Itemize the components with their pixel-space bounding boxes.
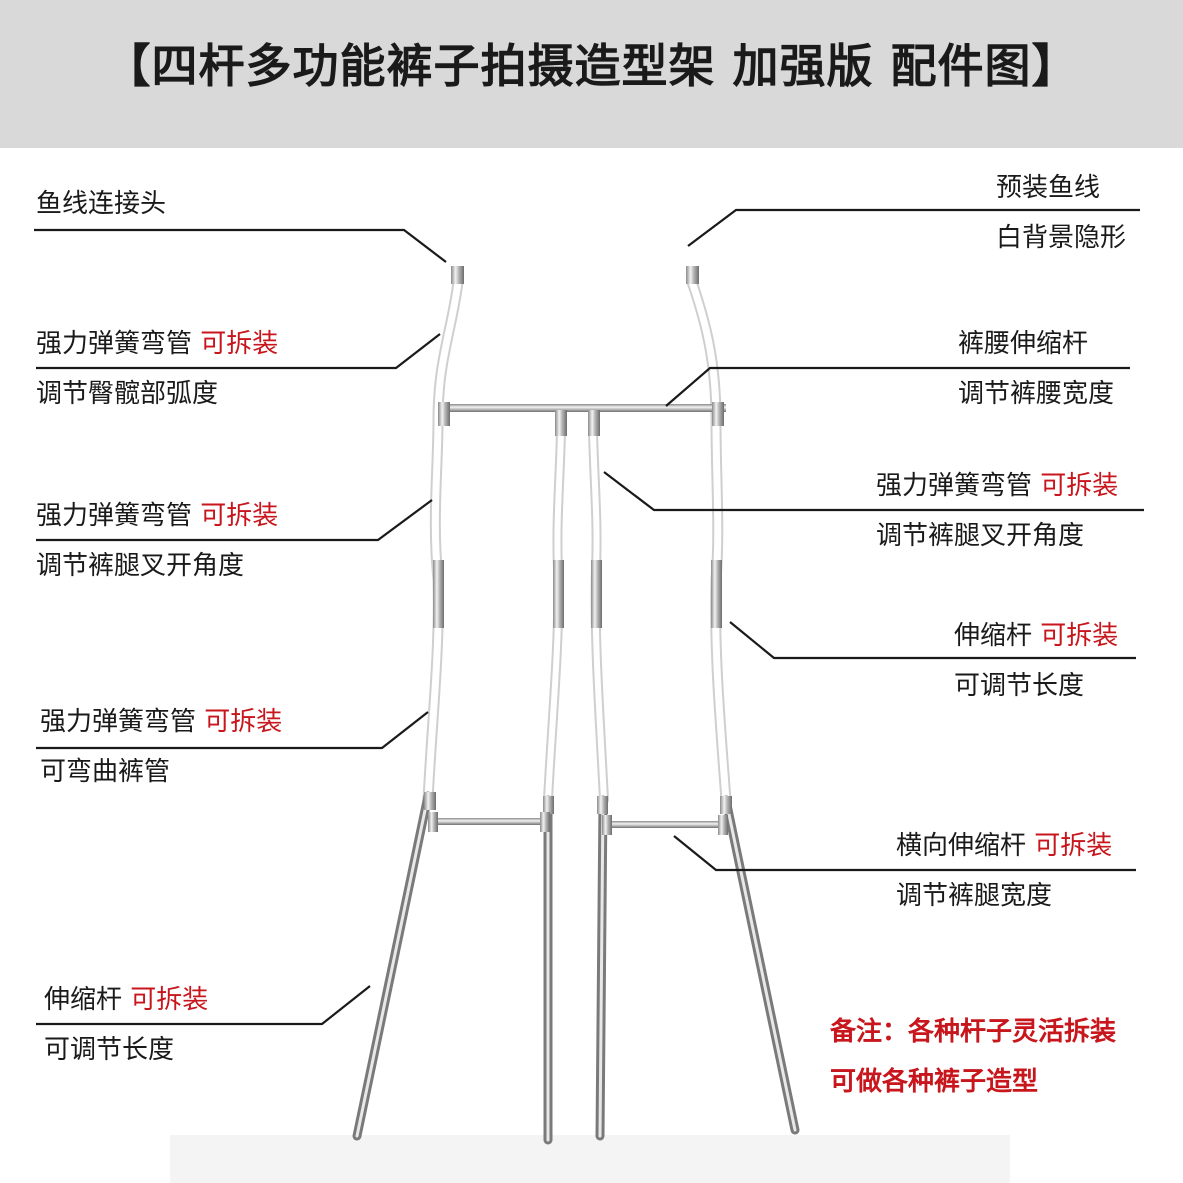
- waist-bar-joint-right: [712, 402, 724, 426]
- right-outer-spring-tube-highlight: [688, 278, 730, 804]
- label-spring-tube-leg-angle-desc: 调节裤腿叉开角度: [36, 551, 245, 581]
- leader-r2: [665, 366, 1130, 407]
- cross-bar-right-clamp-b: [718, 815, 728, 835]
- leg-inner-right-shine: [598, 798, 605, 1138]
- label-preinstalled-fishing-line: 预装鱼线: [996, 173, 1101, 203]
- leg-outer-right-shine: [724, 798, 797, 1132]
- leader-r4: [729, 621, 1136, 660]
- sleeve-1: [433, 560, 444, 628]
- label-fishing-line-connector: 鱼线连接头: [36, 188, 166, 220]
- leader-l4: [36, 711, 429, 750]
- label-waist-telescopic-bar: 裤腰伸缩杆: [958, 329, 1089, 359]
- leader-l5: [36, 985, 371, 1026]
- label-horizontal-telescopic-bar-desc: 调节裤腿宽度: [896, 881, 1053, 911]
- cross-bar-left-clamp-a: [428, 812, 438, 832]
- cross-bar-right-clamp-a: [602, 815, 612, 835]
- label-spring-tube-hip-desc: 调节臀髋部弧度: [36, 379, 219, 409]
- leader-l1: [34, 228, 447, 263]
- waist-bar-joint-mid-right: [588, 410, 600, 436]
- lower-telescopic-legs: [352, 791, 800, 1145]
- backdrop: [0, 148, 1183, 1183]
- cross-bar-left-clamp-b: [540, 812, 550, 832]
- label-detachable: 可拆装: [1034, 831, 1113, 861]
- label-spring-tube-leg-angle-right-desc: 调节裤腿叉开角度: [876, 521, 1085, 551]
- label-text: 强力弹簧弯管: [36, 501, 193, 531]
- label-spring-tube-bend-desc: 可弯曲裤管: [40, 757, 171, 787]
- label-text: 鱼线连接头: [36, 189, 167, 219]
- label-spring-tube-hip: 强力弹簧弯管 可拆装: [36, 328, 278, 360]
- fishing-line-connector-left: [451, 266, 464, 284]
- label-spring-tube-leg-angle: 强力弹簧弯管 可拆装: [36, 500, 278, 532]
- leg-joint-inner-right: [597, 796, 608, 814]
- leg-joint-outer-left: [424, 792, 436, 810]
- cross-bar-right: [607, 821, 725, 828]
- label-waist-telescopic-bar-desc: 调节裤腰宽度: [958, 379, 1115, 409]
- cross-bar-left: [432, 818, 548, 825]
- fishing-line-connector-right: [686, 266, 699, 284]
- sleeve-2: [553, 560, 564, 628]
- label-text: 伸缩杆: [954, 621, 1033, 651]
- waist-telescopic-bar: [444, 404, 726, 412]
- leader-lines: [34, 208, 1144, 1026]
- leg-joint-outer-right: [720, 796, 732, 814]
- label-telescopic-leg-left: 伸缩杆 可拆装: [44, 984, 208, 1016]
- leader-r1: [687, 208, 1140, 247]
- label-text: 伸缩杆: [44, 985, 123, 1015]
- label-preinstalled-fishing-line-desc: 白背景隐形: [996, 223, 1127, 253]
- label-text: 强力弹簧弯管: [876, 471, 1033, 501]
- label-detachable: 可拆装: [1040, 621, 1119, 651]
- label-text: 横向伸缩杆: [896, 831, 1027, 861]
- label-telescopic-bar-right-desc: 可调节长度: [954, 671, 1085, 701]
- leg-joint-inner-left: [543, 796, 554, 814]
- left-outer-spring-tube-highlight: [424, 278, 462, 804]
- label-detachable: 可拆装: [204, 707, 283, 737]
- label-detachable: 可拆装: [200, 501, 279, 531]
- label-text: 强力弹簧弯管: [36, 329, 193, 359]
- label-detachable: 可拆装: [200, 329, 279, 359]
- label-telescopic-bar-right: 伸缩杆 可拆装: [954, 620, 1118, 652]
- sleeve-4: [711, 560, 722, 628]
- label-horizontal-telescopic-bar: 横向伸缩杆 可拆装: [896, 830, 1112, 862]
- label-spring-tube-bend: 强力弹簧弯管 可拆装: [40, 706, 282, 738]
- leader-r3: [603, 471, 1144, 512]
- leader-l2: [36, 333, 441, 370]
- note-line-1: 备注：各种杆子灵活拆装: [830, 1017, 1117, 1047]
- note-line-2: 可做各种裤子造型: [830, 1067, 1039, 1097]
- label-detachable: 可拆装: [130, 985, 209, 1015]
- label-telescopic-leg-left-desc: 可调节长度: [44, 1035, 175, 1065]
- header-banner: 【四杆多功能裤子拍摄造型架 加强版 配件图】: [0, 0, 1183, 148]
- label-detachable: 可拆装: [1040, 471, 1119, 501]
- leg-outer-left-shine: [355, 794, 430, 1138]
- label-spring-tube-leg-angle-right: 强力弹簧弯管 可拆装: [876, 470, 1118, 502]
- waist-bar-joint-left: [438, 402, 450, 426]
- rack-illustration: [0, 148, 1183, 1183]
- leader-l3: [36, 499, 433, 542]
- waist-bar-joint-mid-left: [555, 410, 567, 436]
- leader-r5: [673, 835, 1136, 872]
- sleeve-3: [591, 560, 602, 628]
- page-title: 【四杆多功能裤子拍摄造型架 加强版 配件图】: [104, 39, 1079, 93]
- backdrop-shadow: [170, 1135, 1010, 1183]
- label-text: 强力弹簧弯管: [40, 707, 197, 737]
